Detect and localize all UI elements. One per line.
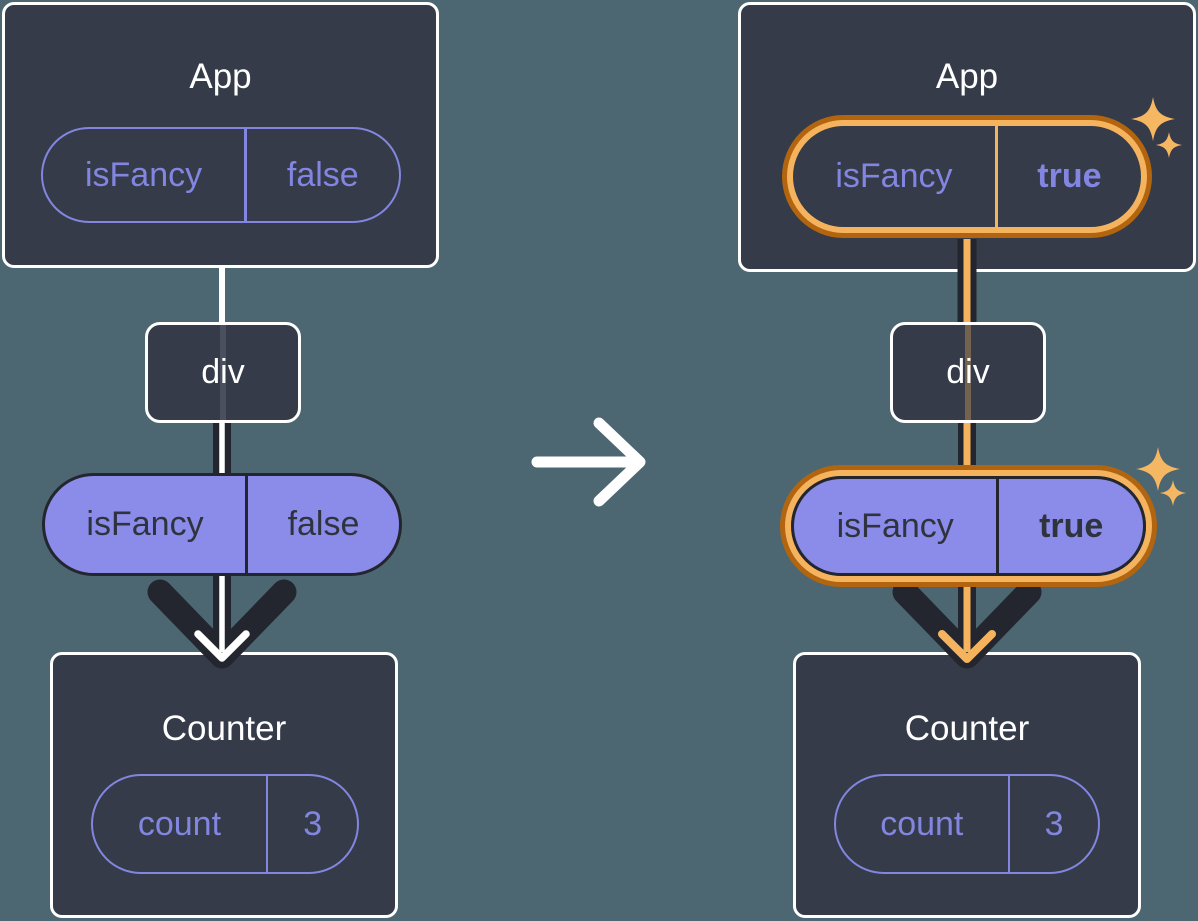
state-value: 3 bbox=[303, 804, 323, 843]
div-node-before: div bbox=[145, 322, 301, 423]
div-node-label: div bbox=[946, 353, 990, 391]
state-name: count bbox=[880, 804, 964, 843]
prop-value: false bbox=[286, 155, 359, 194]
div-node-label: div bbox=[201, 353, 245, 391]
counter-component-card-after: Counter count 3 bbox=[793, 652, 1141, 918]
prop-name: isFancy bbox=[86, 505, 204, 543]
right-arrow-icon bbox=[531, 417, 646, 507]
counter-component-title: Counter bbox=[161, 709, 287, 748]
wire-through-div bbox=[965, 325, 971, 420]
pill-divider bbox=[265, 776, 269, 872]
state-value: 3 bbox=[1044, 804, 1064, 843]
app-component-title: App bbox=[935, 57, 999, 96]
pill-divider bbox=[245, 476, 248, 573]
wire-through-div bbox=[220, 325, 226, 420]
prop-value: true bbox=[1039, 506, 1104, 545]
app-component-card-before: App isFancy false bbox=[2, 2, 439, 268]
prop-name: isFancy bbox=[835, 157, 953, 195]
state-name: count bbox=[137, 804, 222, 843]
pill-divider bbox=[1007, 776, 1011, 872]
highlighted-app-prop-pill-after: isFancy true bbox=[787, 120, 1147, 233]
counter-state-pill-before: count 3 bbox=[91, 774, 359, 874]
prop-name: isFancy bbox=[836, 506, 954, 545]
pill-divider bbox=[996, 479, 1000, 573]
counter-component-card-before: Counter count 3 bbox=[50, 652, 398, 918]
div-node-after: div bbox=[890, 322, 1046, 423]
counter-component-title: Counter bbox=[904, 709, 1030, 748]
prop-value: false bbox=[287, 505, 360, 543]
app-prop-pill-before: isFancy false bbox=[41, 127, 401, 223]
prop-name: isFancy bbox=[84, 155, 203, 194]
prop-value: true bbox=[1037, 157, 1102, 195]
highlighted-passed-prop-pill-after: isFancy true bbox=[785, 470, 1152, 582]
app-to-div-connector-line bbox=[219, 266, 225, 324]
pill-divider bbox=[244, 129, 247, 221]
passed-prop-pill-before: isFancy false bbox=[42, 473, 402, 576]
app-prop-pill-after: isFancy true bbox=[793, 126, 1141, 227]
app-component-title: App bbox=[189, 57, 252, 96]
passed-prop-pill-after: isFancy true bbox=[791, 476, 1146, 576]
pill-divider bbox=[994, 126, 998, 227]
counter-state-pill-after: count 3 bbox=[834, 774, 1100, 874]
